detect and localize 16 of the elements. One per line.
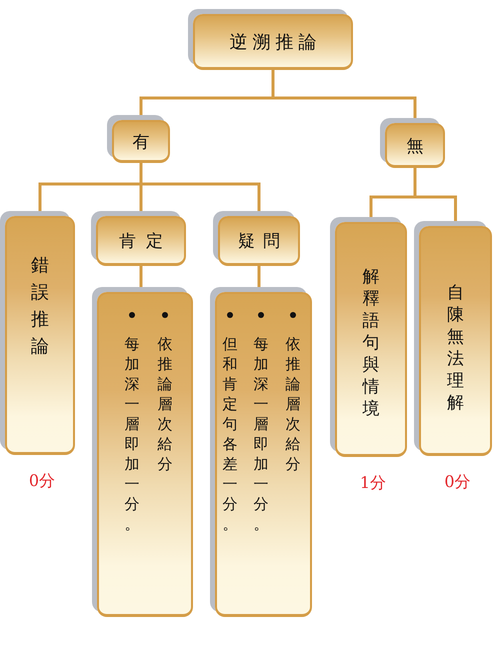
- score-label: 1分: [360, 475, 386, 491]
- bullet-text: 每加深一層即加一分。: [124, 334, 140, 534]
- node-label: 逆溯推論: [230, 34, 322, 52]
- bullet-text: 每加深一層即加一分。: [252, 334, 270, 534]
- node-label: 解釋語句與情境: [362, 266, 380, 420]
- bullet-text: 依推論層次給分: [284, 334, 302, 474]
- score-label: 0分: [28, 473, 56, 489]
- node-label: 有: [132, 134, 150, 151]
- node-label: 錯誤推論: [30, 254, 50, 359]
- node-label: 肯定: [119, 234, 173, 250]
- bullet-text: 但和肯定句各差一分。: [222, 334, 238, 534]
- node-label: 疑問: [238, 234, 288, 250]
- score-label: 0分: [444, 474, 471, 490]
- node-label: 自陳無法理解: [446, 282, 465, 414]
- node-label: 無: [406, 138, 424, 155]
- bullet-text: 依推論層次給分: [156, 334, 174, 474]
